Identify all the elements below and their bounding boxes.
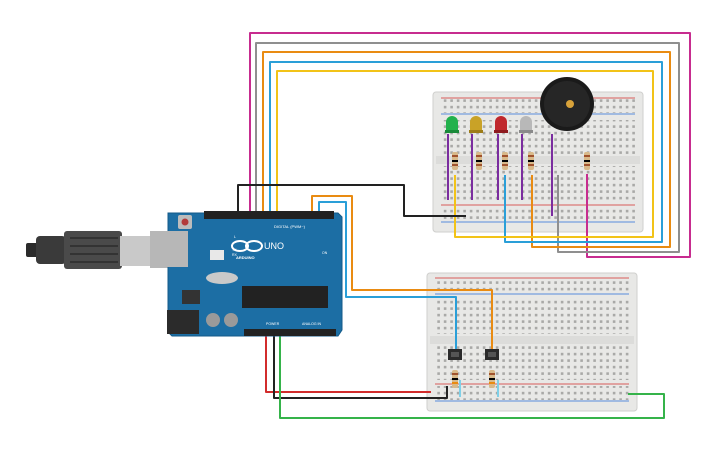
wire-yellow xyxy=(276,70,654,238)
led-green xyxy=(445,116,459,133)
led-tx-label: TX xyxy=(232,248,237,252)
led-red xyxy=(494,116,508,133)
wire-black-gnd2 xyxy=(273,334,448,399)
wire-gray xyxy=(255,42,680,253)
resistor-2 xyxy=(476,152,482,170)
arduino-logo xyxy=(231,240,263,252)
arduino-uno-board: UNO ARDUINO DIGITAL (PWM~) POWER ANALOG … xyxy=(150,211,343,337)
resistor-6 xyxy=(452,370,458,388)
resistor-3 xyxy=(502,152,508,170)
push-button-2 xyxy=(485,349,499,360)
wire-red-5v xyxy=(265,334,431,393)
board-model: UNO xyxy=(264,241,284,251)
led-yellow xyxy=(469,116,483,133)
power-header-label: POWER xyxy=(266,322,280,326)
lower-breadboard xyxy=(426,272,638,412)
resistor-4 xyxy=(528,152,534,170)
upper-board-parts xyxy=(447,134,590,216)
upper-breadboard xyxy=(432,91,644,233)
leds xyxy=(445,116,533,133)
resistor-1 xyxy=(452,152,458,170)
piezo-buzzer xyxy=(540,77,594,131)
wire-black-gnd xyxy=(237,184,466,217)
wire-blue xyxy=(269,61,663,243)
led-l-label: L xyxy=(234,235,236,239)
wire-orange xyxy=(262,51,671,248)
lower-board-parts xyxy=(448,349,499,388)
wire-green xyxy=(279,334,665,419)
push-button-1 xyxy=(448,349,462,360)
digital-header-label: DIGITAL (PWM~) xyxy=(274,224,306,229)
resistor-7 xyxy=(489,370,495,388)
board-brand: ARDUINO xyxy=(236,255,255,260)
led-rx-label: RX xyxy=(232,253,238,257)
wire-magenta xyxy=(249,32,691,258)
analog-header-label: ANALOG IN xyxy=(302,322,322,326)
resistor-5 xyxy=(584,152,590,170)
wire-orange-button xyxy=(311,195,493,352)
wire-blue-button xyxy=(318,201,457,352)
led-white xyxy=(519,116,533,133)
led-on-label: ON xyxy=(322,251,328,255)
perimeter-wires xyxy=(237,32,691,419)
